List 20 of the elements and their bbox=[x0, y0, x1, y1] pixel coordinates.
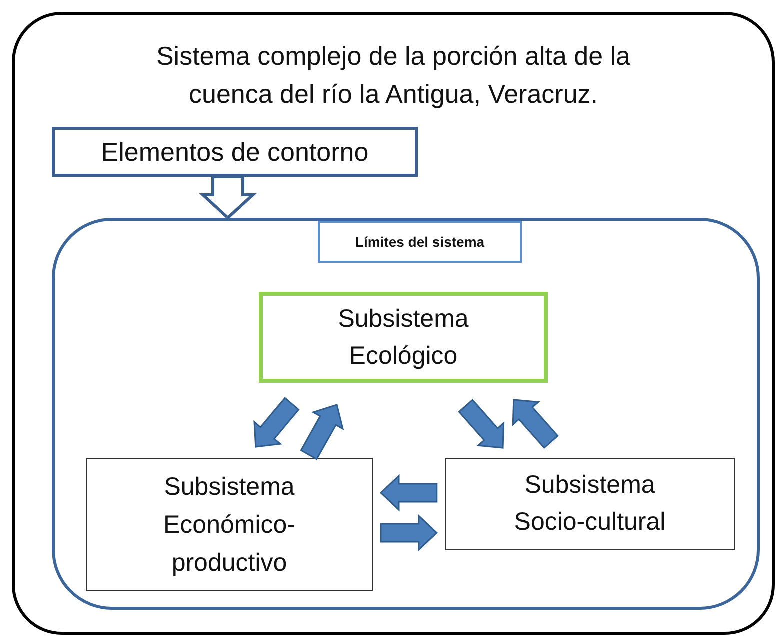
outer-rounded-box bbox=[12, 12, 775, 635]
callout-box bbox=[52, 127, 418, 177]
node-text: Sistema complejo de la porción alta de la cuenca del río la Antigua, Veracruz. bbox=[155, 40, 632, 111]
block-arrow bbox=[380, 514, 438, 552]
node-text: Subsistema Socio-cultural bbox=[513, 470, 667, 538]
block-arrow bbox=[300, 404, 344, 460]
node-text: Subsistema Ecológico bbox=[337, 304, 470, 372]
node-text: Límites del sistema bbox=[355, 232, 485, 252]
process-box bbox=[86, 458, 373, 591]
block-arrow bbox=[199, 176, 257, 220]
block-arrow bbox=[380, 474, 438, 512]
block-arrow bbox=[458, 399, 505, 449]
block-arrow bbox=[512, 399, 559, 450]
boundary-label bbox=[318, 221, 522, 263]
block-arrow bbox=[254, 397, 300, 448]
node-text: Elementos de contorno bbox=[101, 136, 369, 168]
system-boundary bbox=[52, 218, 760, 610]
process-box bbox=[445, 458, 735, 550]
node-text: Subsistema Económico-productivo bbox=[162, 472, 296, 578]
process-box bbox=[259, 292, 548, 383]
